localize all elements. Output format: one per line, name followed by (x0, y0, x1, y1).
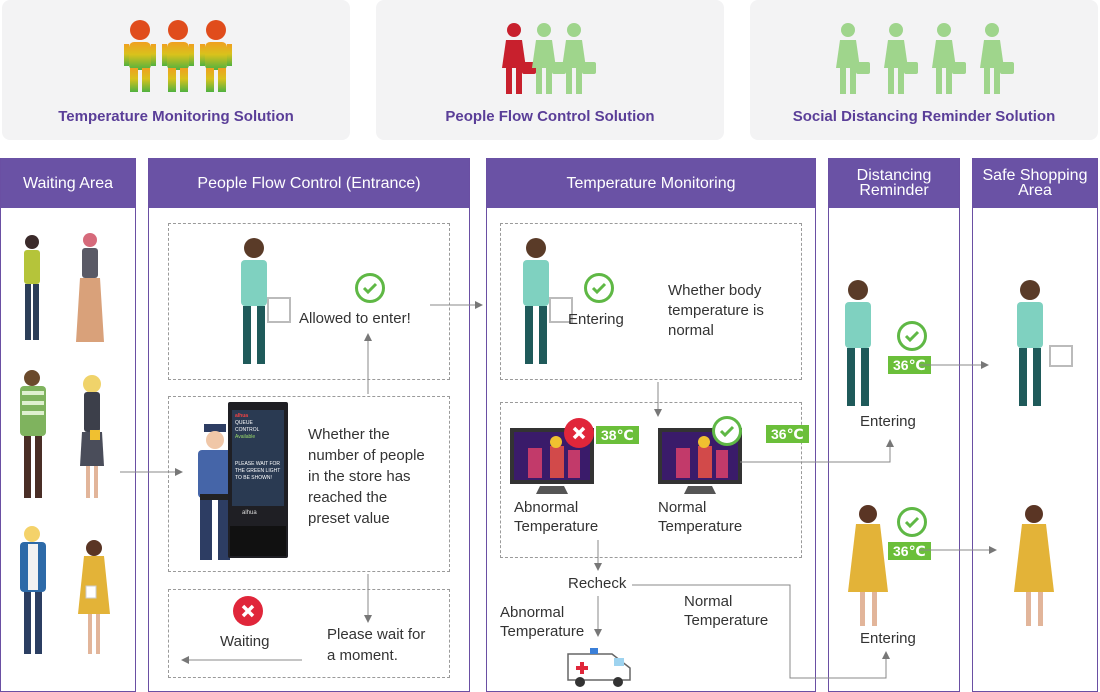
distancing-solution-card: Social Distancing Reminder Solution (750, 0, 1098, 140)
flow-solution-card: People Flow Control Solution (376, 0, 724, 140)
wait-message-line-2: a moment. (327, 647, 398, 664)
waiting-area-header: Waiting Area (1, 158, 135, 208)
safe-shopper-man (1017, 280, 1073, 406)
kiosk-msg-1: PLEASE WAIT FOR (235, 461, 281, 467)
recheck-normal-line-2: Temperature (684, 612, 769, 629)
entering-shopper-illustration (523, 238, 573, 364)
abnormal-cross-icon (564, 418, 594, 448)
recheck-normal-line-1: Normal (684, 593, 733, 610)
flow-control-header: People Flow Control (Entrance) (149, 158, 469, 208)
abnormal-label-line-2: Temperature (514, 518, 599, 535)
kiosk-brand: alhua (235, 413, 249, 419)
distancing-top-entering-label: Entering (860, 413, 916, 430)
temperature-solution-card: Temperature Monitoring Solution (2, 0, 350, 140)
distancing-top-temp-tag: 36℃ (888, 356, 931, 374)
allowed-box (168, 223, 450, 380)
safe-shopping-header: Safe Shopping Area (973, 158, 1097, 208)
normal-label-line-1: Normal (658, 499, 707, 516)
temperature-column: Temperature Monitoring (486, 158, 816, 692)
capacity-question-line-3: in the store has (308, 468, 411, 485)
distancing-shopper-woman (848, 505, 888, 626)
distancing-column: Distancing Reminder (828, 158, 960, 692)
guard-illustration (198, 424, 232, 560)
capacity-question-line-4: reached the (308, 489, 388, 506)
flow-solution-title: People Flow Control Solution (445, 108, 655, 125)
allowed-check-icon (355, 273, 385, 303)
kiosk-msg-3: TO BE SHOWN! (235, 475, 272, 481)
spaced-shoppers-icon (750, 18, 1098, 98)
distancing-bottom-check-icon (897, 507, 927, 537)
kiosk-available: Available (235, 434, 256, 440)
recheck-abnormal-line-2: Temperature (500, 623, 585, 640)
kiosk-footer: alhua (242, 510, 257, 516)
body-temp-question-line-2: temperature is (668, 302, 764, 319)
kiosk-line2: CONTROL (235, 427, 260, 433)
abnormal-label-line-1: Abnormal (514, 499, 579, 516)
kiosk-screen: alhua QUEUE CONTROL Available PLEASE WAI… (232, 410, 284, 506)
body-temp-question-line-3: normal (668, 322, 714, 339)
thermal-check-box (500, 402, 802, 558)
distancing-solution-title: Social Distancing Reminder Solution (792, 108, 1056, 125)
waiting-box (168, 589, 450, 678)
thermal-people-icon (2, 18, 350, 98)
kiosk-msg-2: THE GREEN LIGHT (235, 468, 281, 474)
distancing-bottom-temp-tag: 36℃ (888, 542, 931, 560)
distancing-shopper-man (845, 280, 871, 406)
shopper-with-cart-illustration (241, 238, 291, 364)
distancing-top-check-icon (897, 321, 927, 351)
distancing-header: Distancing Reminder (829, 158, 959, 208)
abnormal-temp-tag: 38℃ (596, 426, 639, 444)
distancing-bottom-entering-label: Entering (860, 630, 916, 647)
question-box (168, 396, 450, 572)
body-temp-question-line-1: Whether body (668, 282, 762, 299)
flow-control-column: People Flow Control (Entrance) (148, 158, 470, 692)
normal-label-line-2: Temperature (658, 518, 743, 535)
waiting-cross-icon (233, 596, 263, 626)
normal-check-icon (712, 416, 742, 446)
temperature-header: Temperature Monitoring (487, 158, 815, 208)
capacity-question-line-1: Whether the (308, 426, 390, 443)
entering-box (500, 223, 802, 380)
waiting-label: Waiting (220, 633, 270, 650)
safe-shopper-woman (1014, 505, 1054, 626)
entering-label: Entering (568, 311, 624, 328)
allowed-to-enter-label: Allowed to enter! (299, 310, 411, 327)
shoppers-icon (376, 18, 724, 98)
queue-control-kiosk: alhua QUEUE CONTROL Available PLEASE WAI… (228, 402, 288, 558)
kiosk-panel (230, 526, 286, 556)
waiting-area-column: Waiting Area (0, 158, 136, 692)
kiosk-line1: QUEUE (235, 420, 253, 426)
temperature-solution-title: Temperature Monitoring Solution (58, 108, 294, 125)
wait-message-line-1: Please wait for (327, 626, 426, 643)
recheck-abnormal-line-1: Abnormal (500, 604, 565, 621)
ambulance-icon (567, 648, 631, 687)
capacity-question-line-5: preset value (308, 510, 390, 527)
entering-check-icon (584, 273, 614, 303)
normal-temp-tag: 36℃ (766, 425, 809, 443)
capacity-question-line-2: number of people (308, 447, 425, 464)
waiting-people-illustration (20, 233, 110, 654)
safe-shopping-column: Safe Shopping Area (972, 158, 1098, 692)
recheck-label: Recheck (568, 575, 627, 592)
